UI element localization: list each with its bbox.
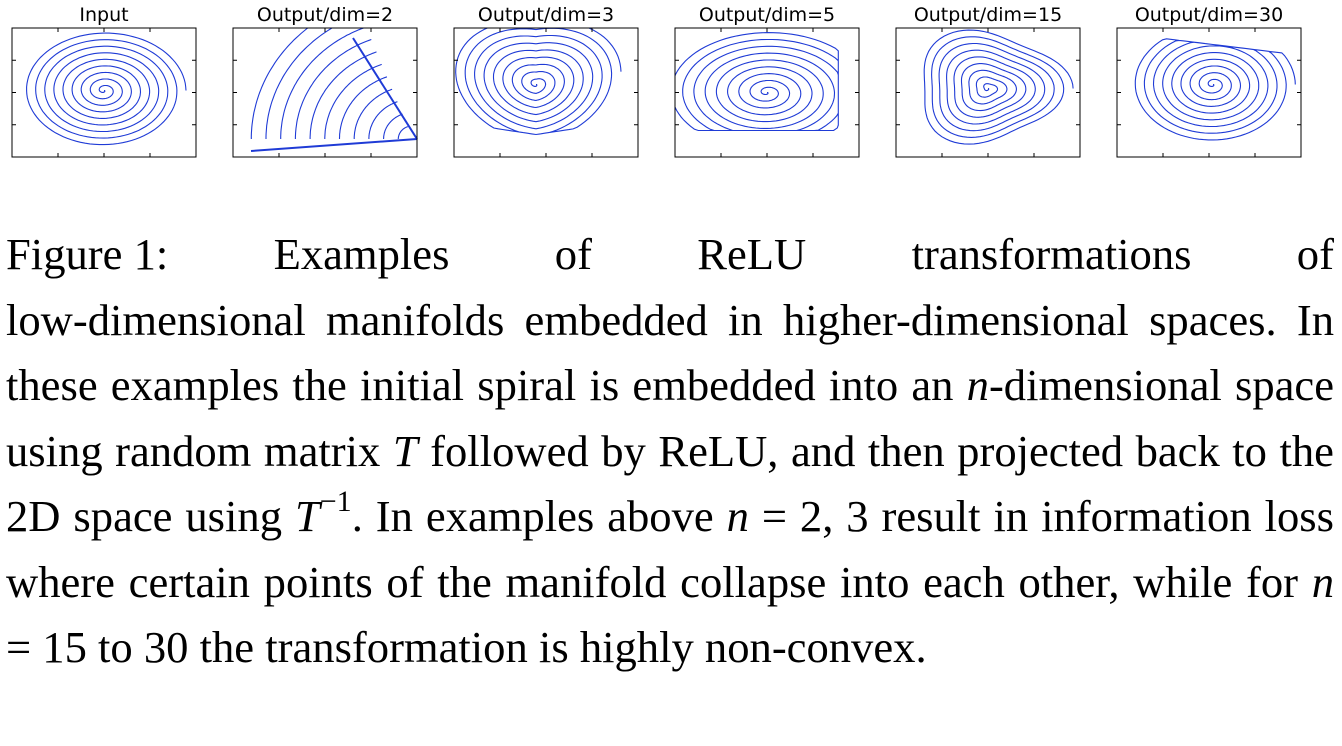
math-superscript: −1 bbox=[319, 485, 352, 518]
panel-title: Input bbox=[79, 4, 128, 26]
math-n: n bbox=[1311, 556, 1334, 607]
caption-text: certain points of the manifold collapse … bbox=[128, 556, 1233, 607]
manifold-curve bbox=[923, 29, 1074, 145]
caption-word: of bbox=[554, 229, 592, 279]
panel-frame bbox=[895, 27, 1081, 158]
panel-title: Output/dim=3 bbox=[478, 4, 614, 26]
caption-word: transformations bbox=[911, 229, 1192, 279]
caption-text: followed by bbox=[417, 425, 646, 476]
manifold-curve bbox=[455, 28, 622, 136]
caption-word: of bbox=[1296, 229, 1334, 279]
caption-line-1: Figure 1: Examples of ReLU transformatio… bbox=[6, 222, 1334, 288]
collapsed-edge bbox=[250, 138, 418, 152]
caption-text: In examples above bbox=[375, 491, 727, 541]
panel-skewed-spiral: Output/dim=30 bbox=[1116, 4, 1302, 158]
panel-fan: Output/dim=2 bbox=[232, 4, 418, 158]
caption-text: an bbox=[911, 360, 967, 410]
caption-text: . bbox=[351, 491, 363, 541]
panel-title: Output/dim=5 bbox=[699, 4, 835, 26]
caption-word: ReLU bbox=[697, 229, 807, 279]
collapsed-edge bbox=[352, 37, 418, 140]
manifold-curve bbox=[26, 32, 187, 146]
figure-caption: Figure 1: Examples of ReLU transformatio… bbox=[6, 222, 1334, 681]
panel-triangular-spiral: Output/dim=15 bbox=[895, 4, 1081, 158]
math-T: T bbox=[392, 425, 418, 476]
manifold-curve bbox=[675, 32, 839, 132]
caption-text: -dimensional space using random matrix bbox=[6, 360, 1334, 476]
manifold-curve bbox=[250, 28, 408, 139]
caption-word: Examples bbox=[273, 229, 450, 279]
panel-collapsed-corner: Output/dim=5 bbox=[674, 4, 860, 158]
caption-text: for bbox=[1245, 556, 1312, 607]
panel-title: Output/dim=15 bbox=[914, 4, 1062, 26]
caption-text: ReLU, and then projected back to the 2D … bbox=[6, 425, 1334, 542]
math-n: n bbox=[726, 491, 749, 541]
manifold-curve bbox=[1134, 38, 1296, 141]
panel-title: Output/dim=2 bbox=[257, 4, 393, 26]
caption-body: low-dimensional manifolds embedded in hi… bbox=[6, 288, 1334, 681]
panel-title: Output/dim=30 bbox=[1135, 4, 1283, 26]
panel-wedge: Output/dim=3 bbox=[453, 4, 639, 158]
caption-text: = 2, 3 result in information loss where bbox=[6, 491, 1334, 607]
caption-label: Figure 1: bbox=[6, 229, 169, 279]
caption-text: low-dimensional manifolds embedded in hi… bbox=[6, 294, 1129, 345]
panel-frame bbox=[453, 27, 639, 158]
panel-spiral: Input bbox=[11, 4, 197, 158]
caption-text: spaces. In these examples the initial sp… bbox=[6, 294, 1334, 411]
caption-text: = 15 to 30 the transformation is highly … bbox=[6, 622, 927, 672]
figure-panels: Input Output/dim=2 Output/dim=3 Output/dim=… bbox=[0, 0, 1342, 170]
math-T-inverse: T bbox=[294, 491, 320, 541]
math-n: n bbox=[966, 360, 989, 410]
